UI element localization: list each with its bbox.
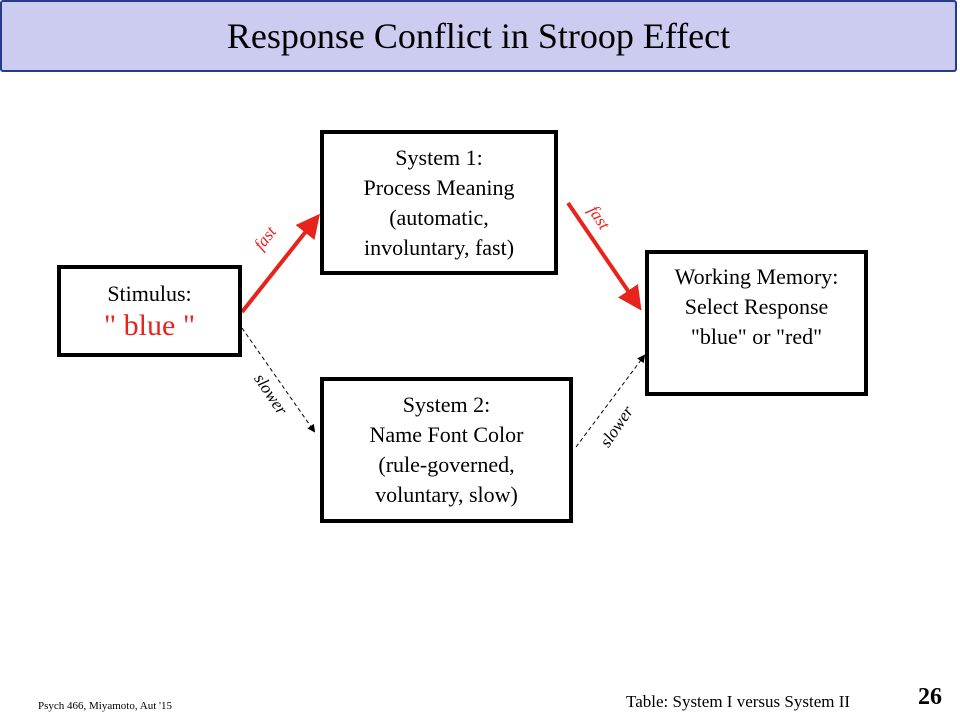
fast-arrow-system1-to-working-memory xyxy=(566,201,642,311)
stimulus-box: Stimulus: " blue " xyxy=(57,265,242,357)
course-footer: Psych 466, Miyamoto, Aut '15 xyxy=(38,700,172,712)
system2-box: System 2: Name Font Color (rule-governed… xyxy=(320,377,573,523)
system1-line-2: Process Meaning xyxy=(363,174,515,200)
title-bar: Response Conflict in Stroop Effect xyxy=(0,0,957,72)
page-number: 26 xyxy=(918,684,942,710)
system1-line-3: (automatic, xyxy=(389,204,489,230)
working-memory-box: Working Memory: Select Response "blue" o… xyxy=(645,250,868,396)
system2-line-2: Name Font Color xyxy=(369,422,524,447)
working-memory-line-1: Working Memory: xyxy=(674,264,839,289)
system2-line-1: System 2: xyxy=(402,392,491,417)
working-memory-line-2: Select Response xyxy=(684,294,829,319)
table-footer-link[interactable]: Table: System I versus System II xyxy=(626,692,851,711)
system1-line-1: System 1: xyxy=(395,144,483,170)
slow-arrow-system2-to-working-memory xyxy=(575,354,646,448)
slide-title: Response Conflict in Stroop Effect xyxy=(226,16,731,56)
fast-arrow-stimulus-to-system1 xyxy=(240,213,320,314)
system2-line-3: (rule-governed, xyxy=(378,452,515,477)
system1-box: System 1: Process Meaning (automatic, in… xyxy=(320,130,558,275)
stimulus-label: Stimulus: xyxy=(107,281,192,306)
stimulus-word: " blue " xyxy=(103,309,196,342)
system1-line-4: involuntary, fast) xyxy=(363,234,515,260)
system2-line-4: voluntary, slow) xyxy=(375,482,518,507)
working-memory-line-3: "blue" or "red" xyxy=(690,324,823,349)
